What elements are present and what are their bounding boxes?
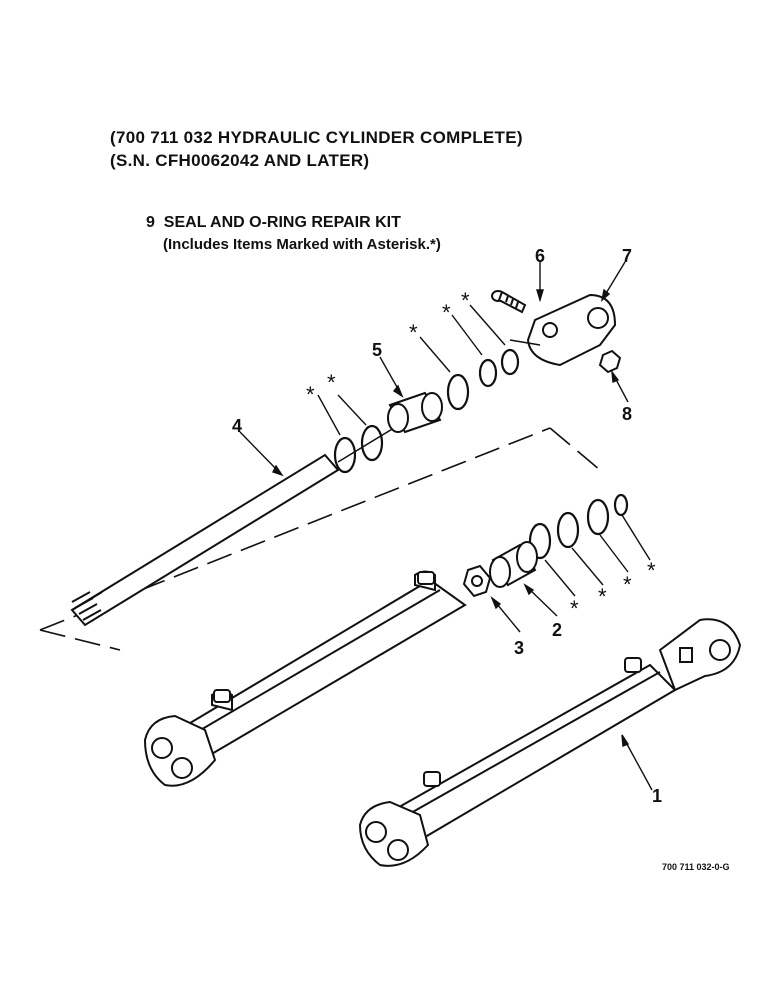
- callout-1: 1: [652, 786, 662, 806]
- asterisk-marker: *: [409, 320, 418, 345]
- boundary-right-line: [549, 427, 601, 471]
- asterisk-marker: *: [306, 382, 315, 407]
- asterisk-marker: *: [461, 288, 470, 313]
- kit-note: (Includes Items Marked with Asterisk.*): [163, 236, 441, 253]
- leader-lines: [239, 261, 653, 791]
- asterisk-marker: *: [623, 572, 632, 597]
- callout-3: 3: [514, 638, 524, 658]
- drawing-code: 700 711 032-0-G: [662, 862, 730, 872]
- asterisk-marker: *: [570, 596, 579, 621]
- seal-rings: [333, 348, 629, 560]
- callout-7: 7: [622, 246, 632, 266]
- clevis-nut: [598, 349, 622, 374]
- cylinder-upper-assembly: [143, 570, 467, 787]
- asterisk-markers: * * * * * * * * *: [306, 288, 656, 621]
- asterisk-marker: *: [647, 558, 656, 583]
- callout-8: 8: [622, 404, 632, 424]
- diagram-title-line2: (S.N. CFH0062042 AND LATER): [110, 151, 370, 170]
- callout-6: 6: [535, 246, 545, 266]
- cylinder-lower-assembly: [358, 618, 742, 867]
- asterisk-marker: *: [327, 370, 336, 395]
- rod-end-clevis: [509, 293, 617, 367]
- diagram-title-line1: (700 711 032 HYDRAULIC CYLINDER COMPLETE…: [110, 128, 523, 147]
- callout-4: 4: [232, 416, 242, 436]
- piston-rod: [70, 399, 441, 627]
- hex-nut: [462, 564, 492, 598]
- asterisk-marker: *: [442, 300, 451, 325]
- callout-5: 5: [372, 340, 382, 360]
- kit-heading: 9 SEAL AND O-RING REPAIR KIT: [146, 214, 401, 232]
- kit-title: SEAL AND O-RING REPAIR KIT: [163, 214, 401, 231]
- gland: [489, 541, 538, 588]
- piston: [387, 391, 443, 434]
- asterisk-marker: *: [598, 584, 607, 609]
- clevis-bolt: [491, 290, 527, 314]
- kit-number: 9: [146, 214, 155, 231]
- boundary-left-line: [39, 629, 121, 651]
- callout-labels: 1 2 3 4 5 6 7 8: [232, 246, 662, 806]
- callout-2: 2: [552, 620, 562, 640]
